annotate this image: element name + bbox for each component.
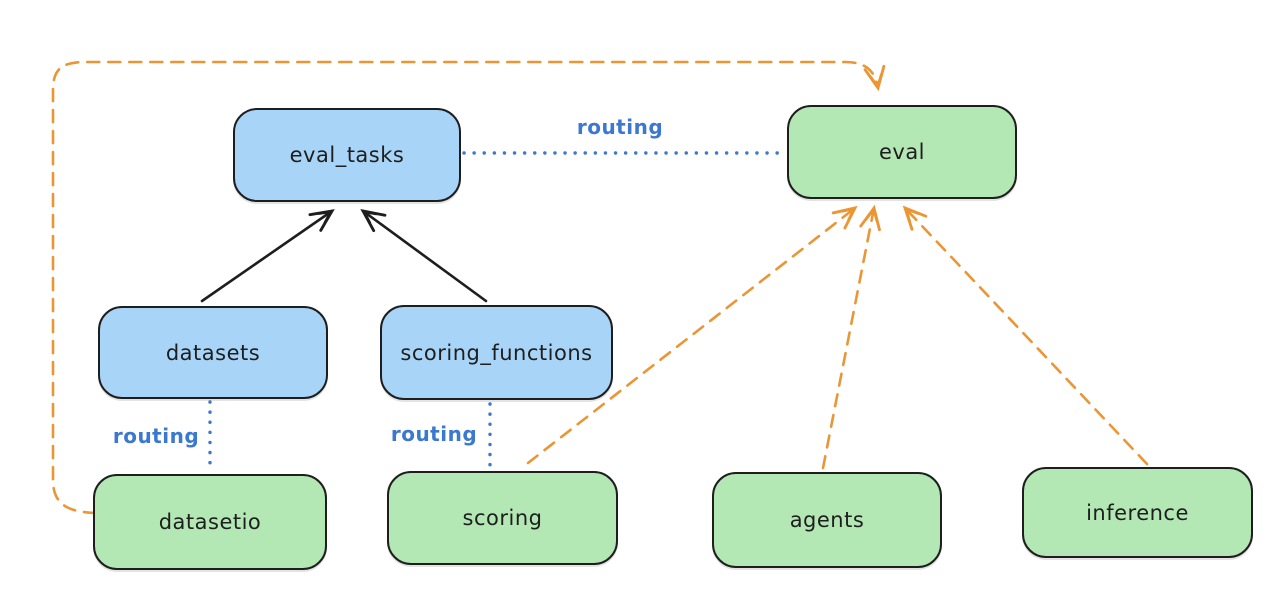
edge-label-routing-datasets: routing	[112, 424, 200, 448]
node-scoring-functions: scoring_functions	[380, 305, 613, 400]
edge-agents-to-eval	[821, 204, 881, 470]
node-scoring: scoring	[387, 471, 618, 565]
edge-scoring-functions-to-eval-tasks	[360, 209, 488, 303]
edge-label-routing-top: routing	[576, 115, 664, 139]
node-eval-tasks-label: eval_tasks	[289, 143, 405, 167]
edge-label-routing-scoring: routing	[390, 422, 478, 446]
edge-scoring-to-eval	[526, 205, 858, 465]
node-scoring-label: scoring	[462, 506, 543, 530]
node-agents: agents	[712, 472, 942, 568]
node-datasetio-label: datasetio	[158, 510, 262, 534]
node-eval: eval	[787, 105, 1017, 199]
node-eval-tasks: eval_tasks	[233, 108, 461, 202]
node-datasets-label: datasets	[165, 340, 261, 365]
node-inference: inference	[1022, 467, 1253, 558]
node-scoring-functions-label: scoring_functions	[400, 340, 593, 365]
edge-inference-to-eval	[902, 205, 1149, 466]
node-datasetio: datasetio	[93, 474, 327, 570]
node-eval-label: eval	[878, 140, 926, 164]
edge-datasetio-to-eval	[51, 60, 886, 515]
edge-datasets-to-eval-tasks	[200, 209, 335, 303]
node-datasets: datasets	[98, 306, 328, 399]
node-agents-label: agents	[789, 508, 865, 532]
node-inference-label: inference	[1086, 500, 1189, 525]
